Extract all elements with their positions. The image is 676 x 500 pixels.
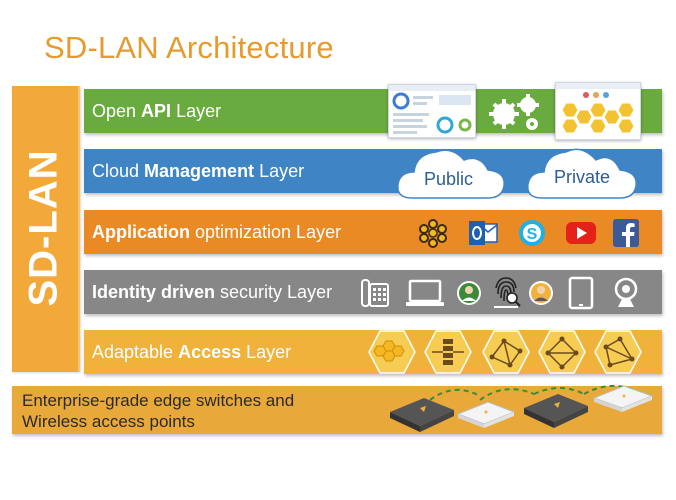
layer-label: Cloud Management Layer bbox=[92, 161, 305, 181]
laptop-icon bbox=[406, 279, 444, 306]
switch-icon bbox=[390, 398, 454, 432]
page-title: SD-LAN Architecture bbox=[44, 30, 334, 65]
user-avatar-icon bbox=[457, 281, 481, 305]
flower-app-icon bbox=[419, 219, 447, 248]
webcam-icon bbox=[614, 277, 638, 307]
desk-phone-icon bbox=[361, 279, 389, 307]
switch-icon bbox=[524, 394, 588, 428]
edge-devices-illustration bbox=[390, 384, 654, 432]
network-hex-icon bbox=[538, 330, 586, 374]
layer-label: Open API Layer bbox=[92, 101, 222, 121]
private-cloud-icon bbox=[527, 148, 637, 199]
sdlan-side-bar bbox=[12, 86, 80, 372]
edge-switches-text: Enterprise-grade edge switches and Wirel… bbox=[22, 390, 294, 432]
layer-label: Adaptable Access Layer bbox=[92, 342, 292, 362]
skype-icon: S bbox=[519, 220, 545, 246]
private-cloud-label: Private bbox=[554, 167, 611, 187]
outlook-icon bbox=[469, 221, 498, 245]
sdlan-side-label: SD-LAN bbox=[21, 149, 66, 307]
public-cloud-icon bbox=[397, 149, 505, 199]
layer-label: Identity driven security Layer bbox=[92, 282, 333, 302]
bottom-line-2: Wireless access points bbox=[22, 412, 195, 431]
server-hex-icon bbox=[424, 330, 472, 374]
application-optimization-layer: Application optimization Layer bbox=[84, 210, 662, 254]
svg-text:S: S bbox=[527, 226, 538, 243]
honeycomb-hex-icon bbox=[368, 330, 416, 374]
facebook-icon bbox=[613, 219, 639, 247]
dashboard-screenshot bbox=[388, 84, 476, 138]
fingerprint-icon bbox=[494, 277, 521, 308]
access-point-icon bbox=[592, 385, 654, 412]
public-cloud-label: Public bbox=[424, 169, 474, 189]
youtube-icon bbox=[566, 222, 596, 244]
tablet-icon bbox=[568, 276, 594, 310]
user-avatar-icon bbox=[529, 281, 553, 305]
bottom-line-1: Enterprise-grade edge switches and bbox=[22, 391, 295, 410]
network-hex-icon bbox=[594, 330, 642, 374]
network-hex-icon bbox=[482, 330, 530, 374]
access-point-icon bbox=[456, 401, 516, 428]
gears-icon bbox=[489, 94, 539, 130]
hexagon-map-screenshot bbox=[555, 82, 641, 140]
layer-label: Application optimization Layer bbox=[92, 222, 342, 242]
